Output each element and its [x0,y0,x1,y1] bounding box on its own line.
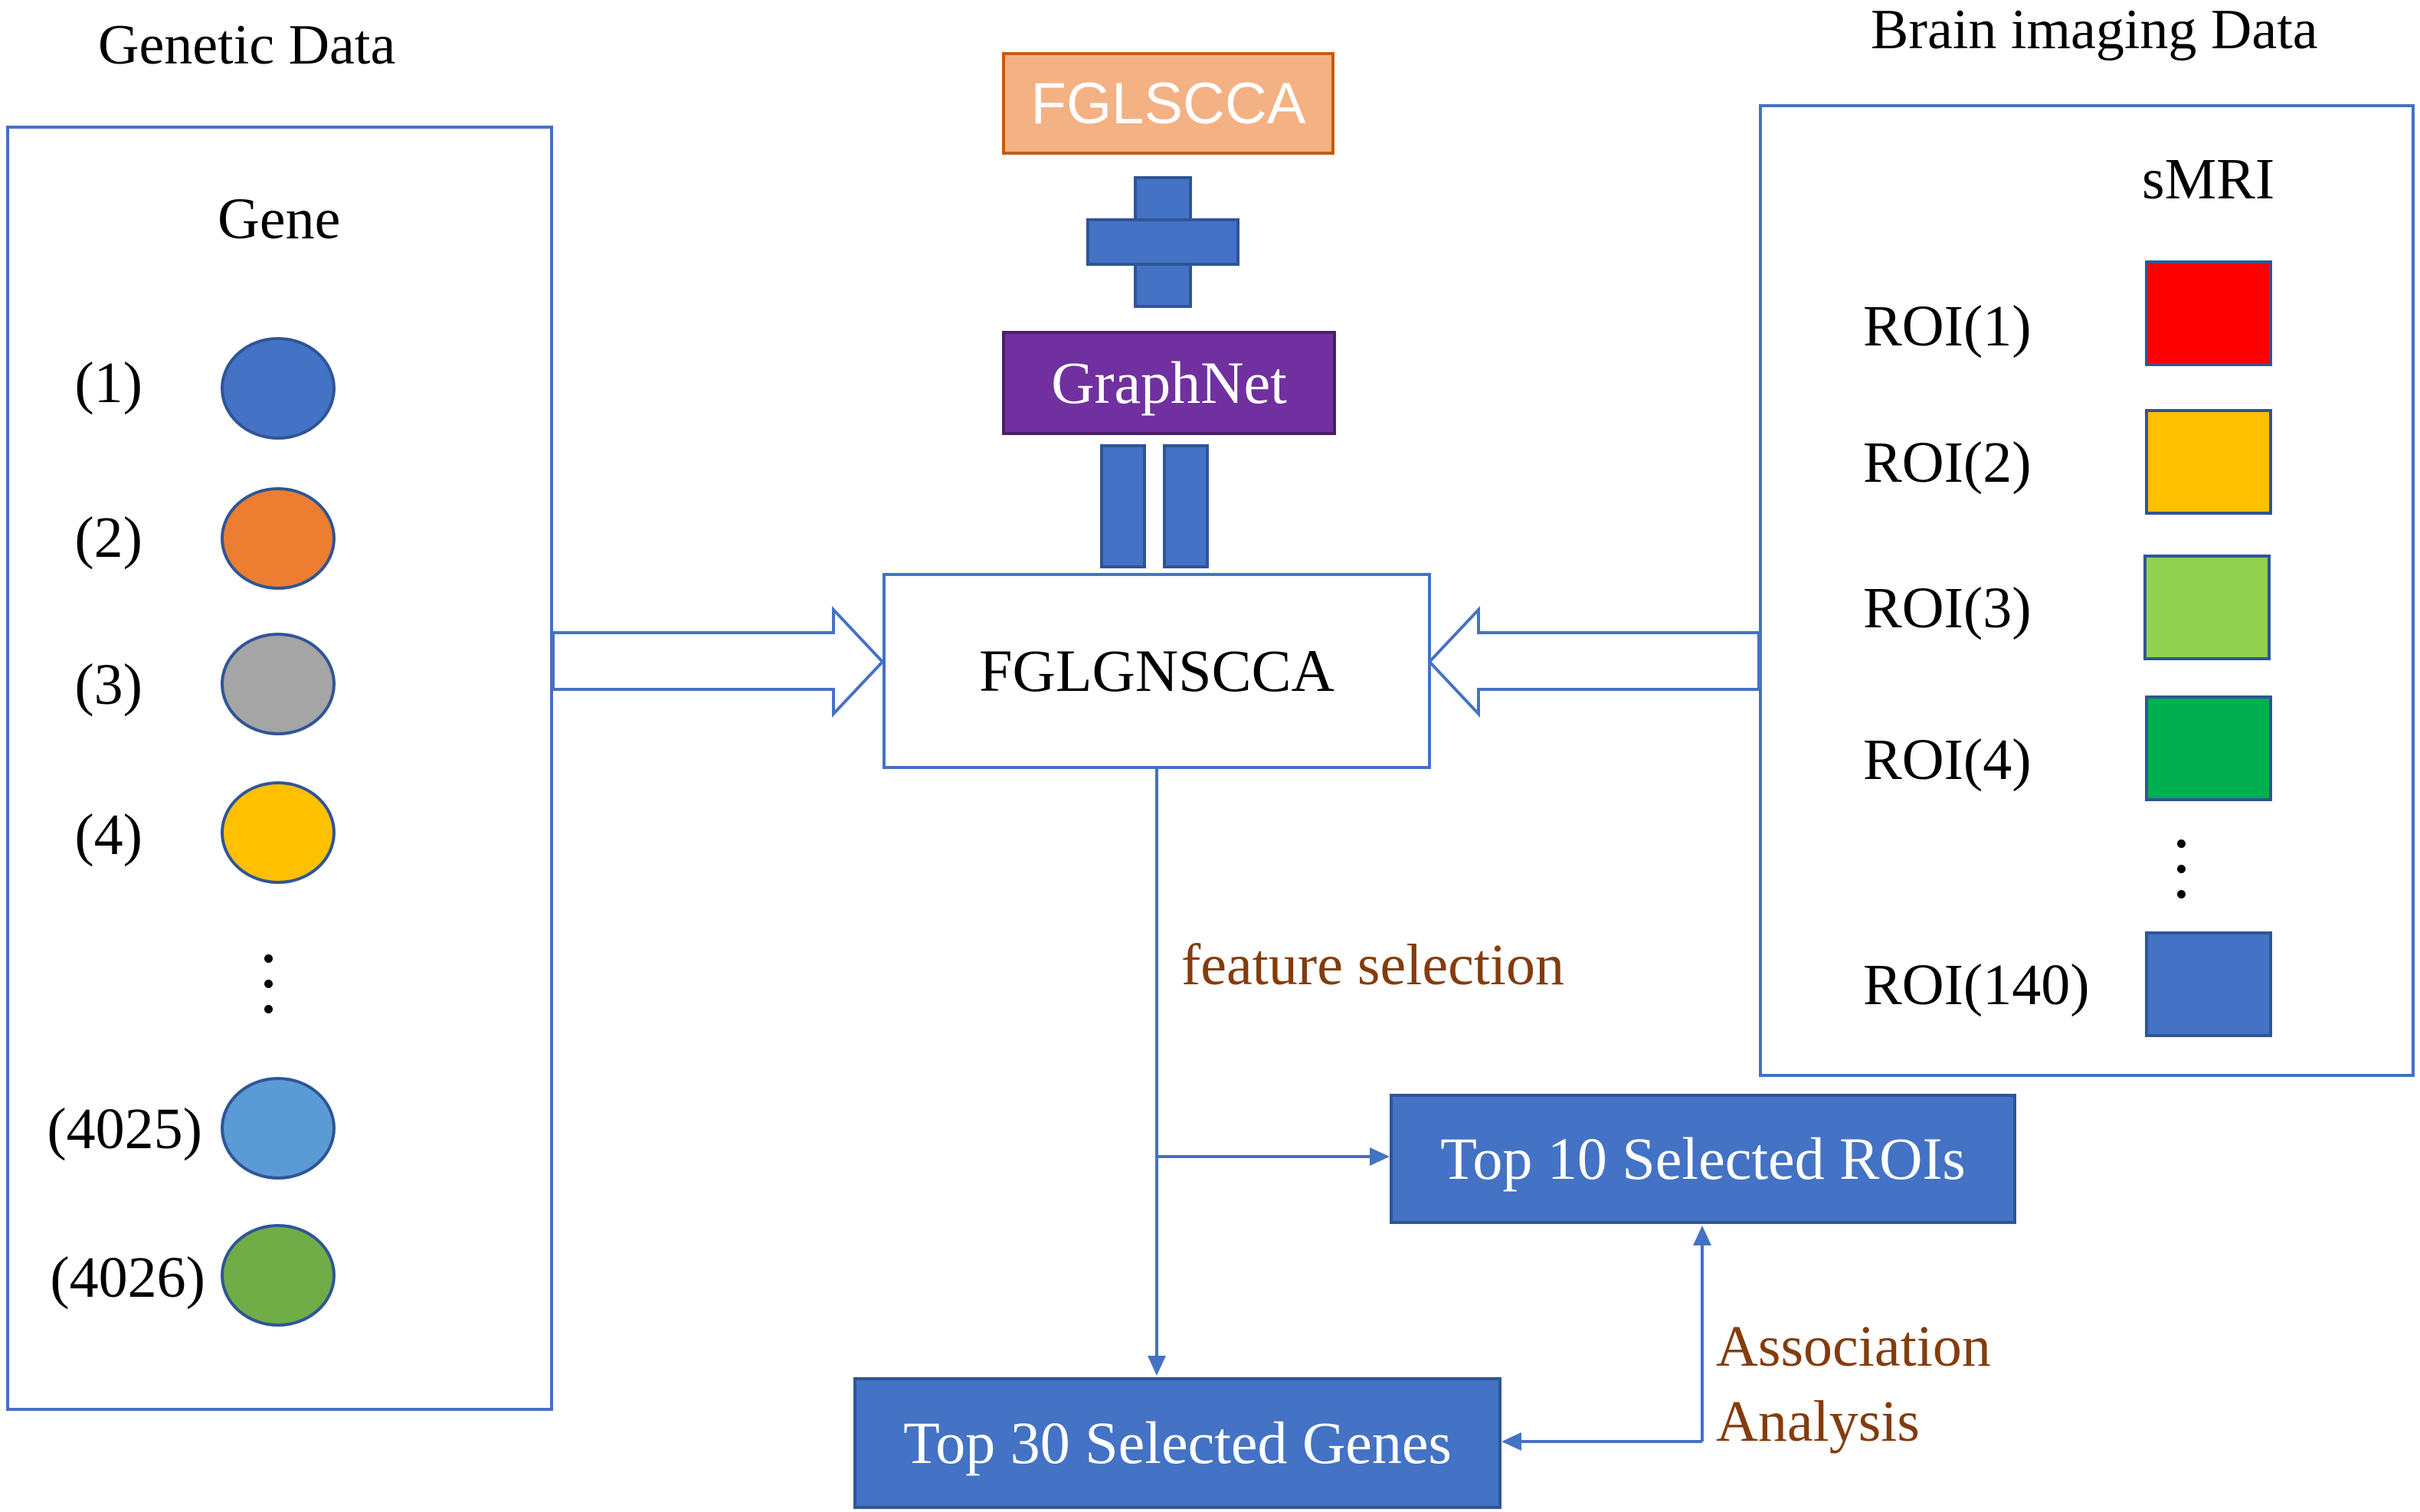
association-arrowhead-left [1501,1432,1521,1451]
plus-icon-horizontal [1086,218,1239,266]
roi-swatch-2 [2145,409,2272,515]
gene-label-2: (2) [74,506,142,570]
equals-icon-right-bar [1163,444,1209,568]
gene-label-4: (4) [74,803,142,867]
gene-label-4025: (4025) [47,1097,202,1161]
gene-label-1: (1) [74,351,142,415]
gene-ellipsis [264,954,273,1030]
rois-arrowhead [1370,1147,1390,1166]
gene-panel-title: Gene [218,187,341,251]
association-label-line1: Association [1716,1314,1991,1379]
roi-label-3: ROI(3) [1863,576,2032,640]
graphnet-box: GraphNet [1002,331,1336,435]
roi-swatch-140 [2145,931,2272,1037]
gene-label-3: (3) [74,653,142,717]
fglscca-box: FGLSCCA [1002,52,1334,155]
roi-swatch-1 [2145,260,2272,366]
gene-circle-1 [221,337,336,440]
equals-icon-left-bar [1100,444,1146,568]
association-arrowhead-up [1693,1226,1711,1245]
roi-ellipsis [2177,839,2186,915]
gene-circle-2 [221,487,336,590]
brain-imaging-data-title: Brain imaging Data [1871,0,2318,61]
roi-label-4: ROI(4) [1863,728,2032,792]
genetic-data-title: Genetic Data [98,14,396,77]
roi-label-2: ROI(2) [1863,430,2032,495]
feature-selection-label: feature selection [1181,933,1565,997]
imaging-to-core-arrow [1427,605,1760,718]
genetic-to-core-arrow [552,605,885,718]
gene-circle-4 [221,781,336,884]
gene-circle-4026 [221,1224,336,1327]
association-label-line2: Analysis [1716,1389,1920,1454]
smri-panel-title: sMRI [2142,147,2275,211]
top-genes-box: Top 30 Selected Genes [853,1377,1501,1509]
gene-label-4026: (4026) [50,1245,205,1310]
fglgnscca-box: FGLGNSCCA [883,573,1431,769]
roi-label-1: ROI(1) [1863,294,2032,358]
top-rois-box: Top 10 Selected ROIs [1390,1094,2016,1224]
roi-label-140: ROI(140) [1863,953,2090,1017]
roi-swatch-3 [2143,555,2271,660]
gene-circle-4025 [221,1077,336,1180]
roi-swatch-4 [2145,695,2272,801]
brain-imaging-panel [1759,104,2415,1077]
genes-arrowhead [1148,1356,1166,1376]
gene-circle-3 [221,633,336,735]
